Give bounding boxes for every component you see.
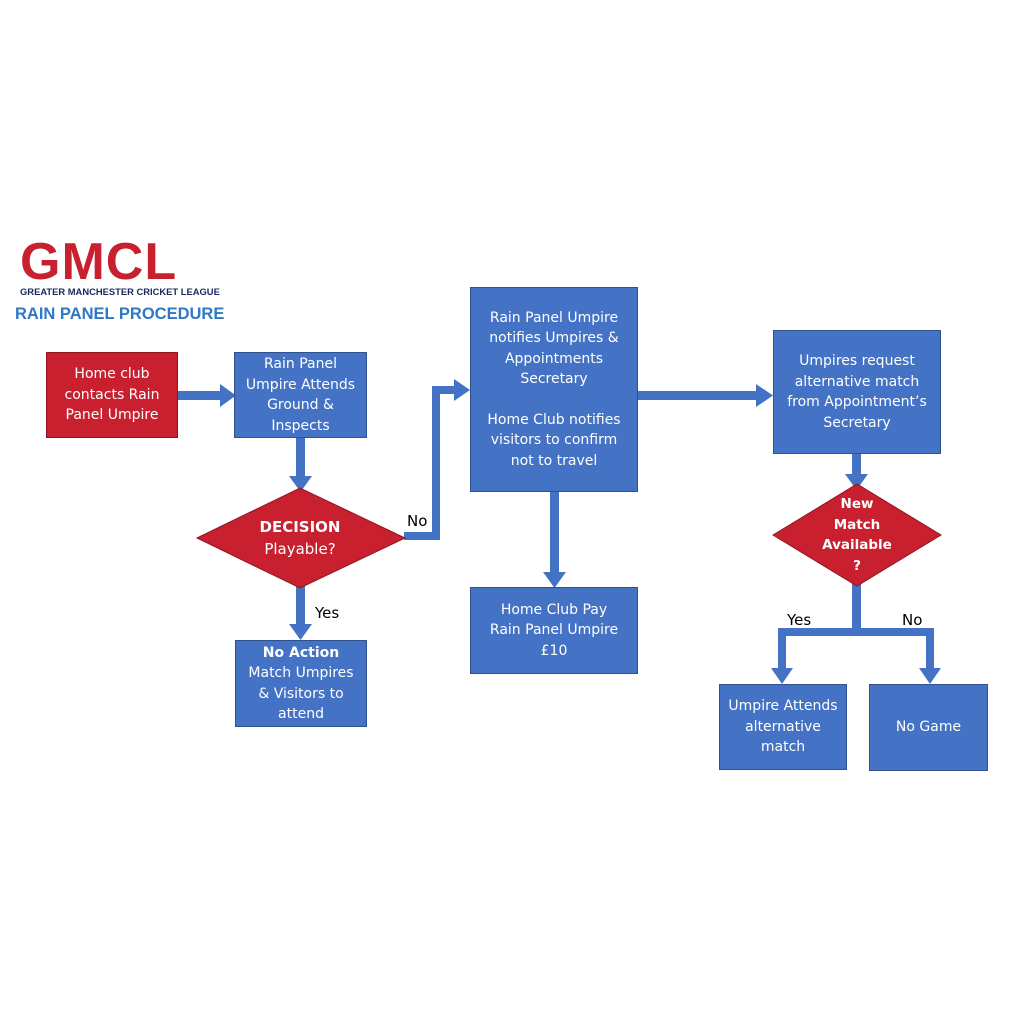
- decision-question: Playable?: [264, 540, 336, 558]
- arrow-home-to-attends: [178, 391, 222, 400]
- node-text: Rain Panel Umpire: [489, 309, 619, 326]
- node-text: notifies Umpires &: [489, 330, 619, 347]
- node-text: Rain Panel: [264, 356, 337, 372]
- node-umpire-attends: Rain Panel Umpire Attends Ground & Inspe…: [234, 352, 367, 438]
- node-text: not to travel: [510, 452, 598, 469]
- node-text: attend: [278, 706, 324, 722]
- node-text: Umpire Attends: [728, 698, 838, 715]
- arrow-notify-to-request: [638, 391, 758, 400]
- arrowhead-notify-to-pay: [543, 572, 566, 588]
- arrowhead-to-no-game: [919, 668, 941, 684]
- new-match-label: New Match Available ?: [807, 493, 907, 577]
- arrow-decision-to-noaction: [296, 584, 305, 626]
- node-text: Panel Umpire: [65, 407, 159, 424]
- node-no-action: No Action Match Umpires & Visitors to at…: [235, 640, 367, 727]
- node-text: No Game: [895, 719, 962, 736]
- node-text: Secretary: [823, 414, 891, 431]
- decision-diamond: [195, 487, 407, 589]
- arrow-notify-to-pay: [550, 492, 559, 574]
- node-notify: Rain Panel Umpire notifies Umpires & App…: [470, 287, 638, 492]
- gmcl-logo-wordmark: GMCL: [20, 233, 178, 291]
- new-match-line: New: [840, 496, 874, 512]
- gmcl-logo-subtitle: GREATER MANCHESTER CRICKET LEAGUE: [20, 286, 220, 297]
- node-text: visitors to confirm: [490, 432, 618, 449]
- new-match-line: ?: [853, 557, 861, 574]
- decision-heading: DECISION: [259, 518, 341, 536]
- node-text: £10: [540, 642, 568, 659]
- node-text: Home Club Pay: [500, 601, 608, 618]
- decision-yes-label: Yes: [315, 604, 340, 622]
- arrow-split-h: [778, 628, 934, 636]
- new-match-diamond: [772, 483, 942, 587]
- node-text: match: [760, 739, 806, 756]
- node-text: contacts Rain: [64, 386, 160, 403]
- arrow-split-left-v: [778, 628, 786, 670]
- arrow-decision-no-h2: [432, 386, 456, 394]
- node-text: Secretary: [520, 371, 588, 388]
- arrow-request-to-newmatch: [852, 453, 861, 477]
- node-text: Appointments: [504, 350, 604, 367]
- node-text: Umpire Attends: [245, 376, 356, 393]
- node-text: Ground &: [267, 397, 334, 413]
- node-umpire-attends-alternative: Umpire Attends alternative match: [719, 684, 847, 770]
- arrowhead-decision-to-notify: [454, 379, 470, 401]
- page-title: RAIN PANEL PROCEDURE: [15, 305, 225, 323]
- new-match-yes-label: Yes: [787, 611, 812, 629]
- decision-no-label: No: [407, 512, 428, 530]
- arrowhead-to-umpire-alt: [771, 668, 793, 684]
- node-text: Match Umpires: [248, 665, 354, 681]
- node-text: Home Club notifies: [487, 411, 621, 428]
- node-umpires-request: Umpires request alternative match from A…: [773, 330, 941, 454]
- arrow-split-right-v: [926, 628, 934, 670]
- node-text: Rain Panel Umpire: [489, 622, 619, 639]
- node-text: Home club: [74, 366, 150, 383]
- arrowhead-home-to-attends: [220, 384, 236, 407]
- arrow-attends-to-decision: [296, 438, 305, 478]
- arrow-decision-no-h1: [404, 532, 440, 540]
- new-match-no-label: No: [902, 611, 923, 629]
- node-text: from Appointment’s: [787, 394, 927, 410]
- node-home-club-pay: Home Club Pay Rain Panel Umpire £10: [470, 587, 638, 674]
- arrowhead-attends-to-decision: [289, 476, 312, 492]
- new-match-line: Match: [833, 516, 881, 533]
- arrow-decision-no-v: [432, 386, 440, 540]
- node-text: Umpires request: [799, 353, 915, 369]
- decision-label: DECISION Playable?: [230, 508, 370, 568]
- arrowhead-decision-to-noaction: [289, 624, 312, 640]
- arrowhead-request-to-newmatch: [845, 474, 868, 490]
- node-home-club-contacts: Home club contacts Rain Panel Umpire: [46, 352, 178, 438]
- node-text: Inspects: [271, 417, 330, 434]
- node-heading: No Action: [262, 644, 340, 661]
- arrowhead-notify-to-request: [756, 384, 773, 407]
- node-text: & Visitors to: [258, 685, 344, 702]
- new-match-line: Available: [822, 537, 892, 553]
- node-text: alternative: [745, 718, 821, 735]
- arrow-newmatch-down: [852, 582, 861, 634]
- node-text: alternative match: [794, 373, 920, 390]
- node-no-game: No Game: [869, 684, 988, 771]
